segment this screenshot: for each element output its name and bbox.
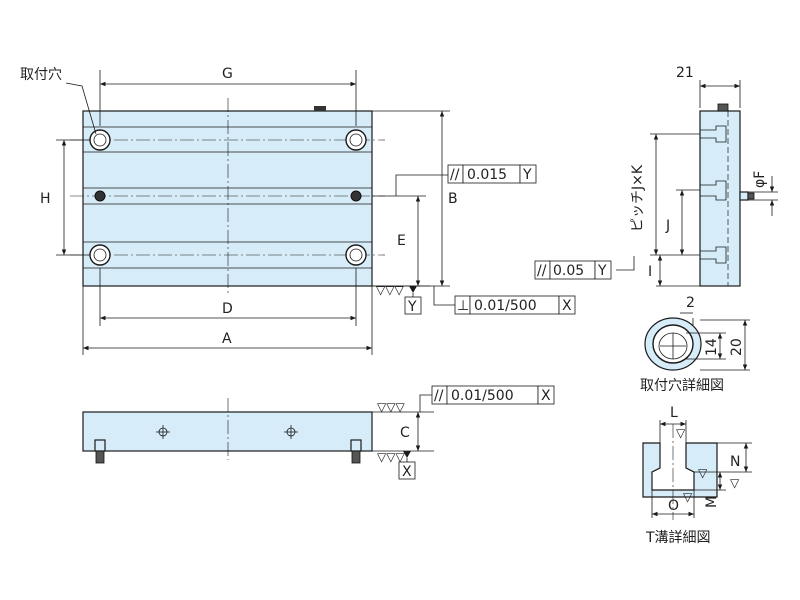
tolerance-frame-parallel-X: // 0.01/500 X bbox=[431, 385, 555, 405]
svg-text://: // bbox=[434, 388, 444, 404]
svg-text://: // bbox=[537, 263, 547, 279]
svg-text:Y: Y bbox=[407, 299, 417, 315]
dim-H-label: H bbox=[40, 191, 51, 207]
svg-text:X: X bbox=[402, 464, 412, 480]
dim-G-label: G bbox=[222, 66, 233, 82]
locating-pin bbox=[94, 190, 106, 202]
hole-detail-caption: 取付穴詳細図 bbox=[640, 378, 724, 394]
dim-A-label: A bbox=[222, 331, 232, 347]
surface-finish-mark: ▽ bbox=[730, 476, 740, 490]
dim-O-label: O bbox=[668, 498, 679, 514]
tslot-detail-caption: T溝詳細図 bbox=[645, 530, 711, 546]
svg-text:Y: Y bbox=[597, 263, 607, 279]
dim-J-label: J bbox=[665, 218, 670, 234]
pin-stub bbox=[351, 450, 361, 464]
svg-text:X: X bbox=[541, 388, 551, 404]
front-view: 取付穴 G H B E // 0.015 Y bbox=[20, 66, 576, 355]
dim-D-label: D bbox=[222, 301, 233, 317]
mounting-hole-label: 取付穴 bbox=[20, 67, 62, 83]
t-slot bbox=[700, 246, 727, 264]
plate-outline bbox=[82, 110, 373, 287]
bottom-view: C ▽▽▽ ▽▽▽ // 0.01/500 X X bbox=[82, 385, 555, 480]
surface-finish-mark: ▽ bbox=[683, 490, 693, 504]
tapped-hole bbox=[284, 425, 298, 439]
svg-text://: // bbox=[450, 167, 460, 183]
svg-text:Y: Y bbox=[522, 167, 532, 183]
dim-M-label: M bbox=[704, 496, 720, 508]
dim-B-label: B bbox=[448, 191, 458, 207]
pin-top bbox=[314, 106, 326, 111]
datum-Y: Y bbox=[404, 296, 422, 315]
svg-text:⊥: ⊥ bbox=[457, 298, 469, 314]
svg-text:0.015: 0.015 bbox=[467, 167, 507, 183]
mounting-hole bbox=[89, 129, 111, 151]
tolerance-frame-parallel-Y-side: // 0.05 Y bbox=[534, 260, 612, 280]
datum-X: X bbox=[398, 461, 416, 480]
tapped-hole bbox=[156, 425, 170, 439]
locating-pin bbox=[350, 190, 362, 202]
dim-F-label: φF bbox=[752, 171, 768, 188]
dim-20-label: 20 bbox=[729, 338, 745, 356]
surface-finish-mark: ▽▽▽ bbox=[377, 400, 405, 414]
surface-finish-mark: ▽ bbox=[676, 426, 686, 440]
dim-C-label: C bbox=[400, 425, 410, 441]
svg-text:0.01/500: 0.01/500 bbox=[451, 388, 514, 404]
mounting-hole-detail: 2 14 20 取付穴詳細図 bbox=[640, 295, 750, 394]
dim-14-label: 14 bbox=[704, 338, 720, 356]
tolerance-frame-parallel-Y: // 0.015 Y bbox=[447, 164, 537, 184]
dim-E-label: E bbox=[397, 233, 406, 249]
side-pin bbox=[747, 192, 755, 200]
t-slot bbox=[700, 125, 727, 143]
dim-pitch-label: ピッチJ×K bbox=[630, 164, 646, 232]
mounting-hole bbox=[345, 129, 367, 151]
surface-finish-mark: ▽▽▽ bbox=[376, 283, 404, 297]
dim-21-label: 21 bbox=[676, 65, 694, 81]
svg-text:0.01/500: 0.01/500 bbox=[474, 298, 537, 314]
svg-text:0.05: 0.05 bbox=[553, 263, 584, 279]
dim-I-label: I bbox=[648, 264, 652, 280]
side-outline bbox=[699, 110, 741, 287]
pin-stub bbox=[95, 450, 105, 464]
dim-2-label: 2 bbox=[686, 295, 695, 311]
plate-bottom-outline bbox=[82, 411, 373, 452]
side-view: 21 ピッチJ×K J I φF // 0.05 Y bbox=[534, 65, 778, 287]
dim-L-label: L bbox=[670, 405, 678, 421]
surface-finish-mark: ▽▽▽ bbox=[377, 450, 405, 464]
svg-text:X: X bbox=[562, 298, 572, 314]
dim-N-label: N bbox=[730, 454, 740, 470]
t-slot-detail: L ▽ N ▽ M ▽ ▽ O T溝詳細図 bbox=[642, 405, 752, 546]
mounting-hole bbox=[345, 244, 367, 266]
surface-finish-mark: ▽ bbox=[698, 466, 708, 480]
tolerance-frame-perp-X: ⊥ 0.01/500 X bbox=[454, 295, 576, 315]
t-slot bbox=[700, 180, 727, 201]
mounting-hole bbox=[89, 244, 111, 266]
